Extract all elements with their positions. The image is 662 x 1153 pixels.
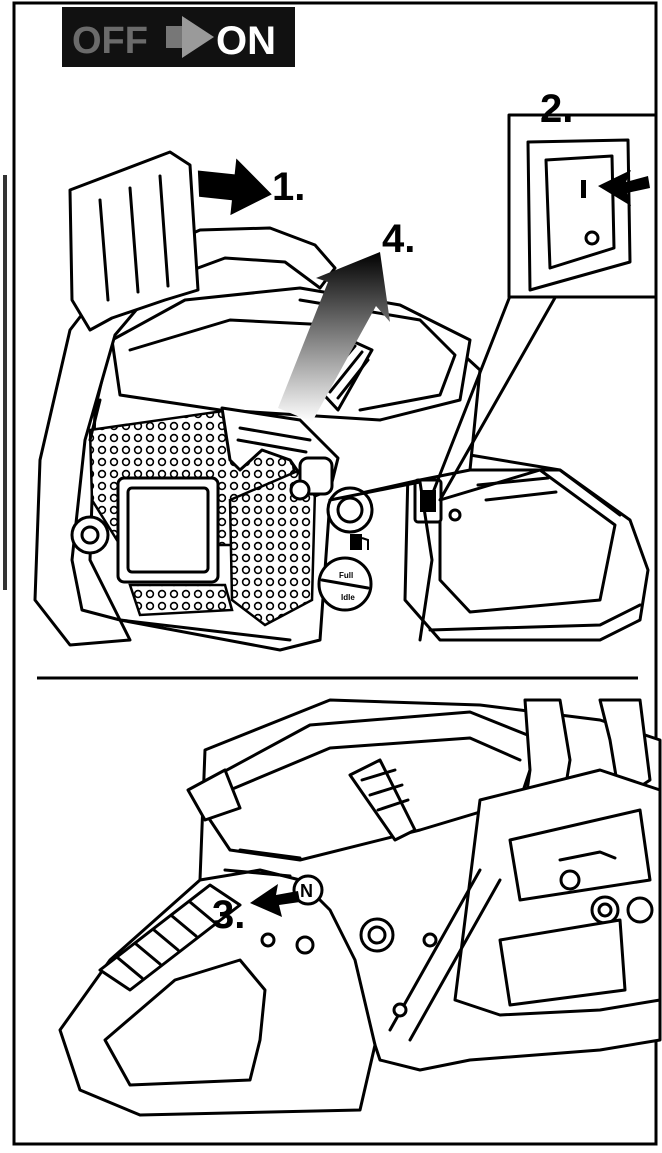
power-switch-icon — [598, 170, 650, 206]
switch-off-mark — [584, 230, 600, 246]
badge-on-label: ON — [216, 19, 276, 63]
grip-texture — [98, 883, 242, 992]
badge-off-label: OFF — [72, 20, 148, 62]
step-3-label: 3. — [212, 893, 245, 937]
step-1-label: 1. — [272, 165, 305, 209]
badge-arrow-icon — [166, 16, 214, 58]
rocker-switch-inner — [544, 154, 616, 270]
step-2-label: 2. — [540, 87, 573, 131]
callout-leader-2 — [438, 294, 558, 502]
lock-button-letter: N — [300, 881, 313, 901]
choke-pull-icon — [278, 252, 390, 422]
side-cover-window — [116, 476, 220, 584]
left-edge-bar — [3, 175, 7, 590]
chainsaw-bottom-illustration: N — [58, 698, 662, 1117]
chain-brake-forward-icon — [197, 158, 272, 216]
lock-button-icon — [250, 884, 300, 917]
dial-top-label: Full — [339, 571, 353, 580]
off-on-badge: OFF ON — [62, 7, 295, 67]
fuel-pump-icon — [350, 534, 369, 550]
switch-callout — [428, 113, 658, 502]
grip-inner — [103, 958, 267, 1087]
outer-frame — [12, 1, 658, 1146]
choke-dial: Full Idle — [317, 556, 373, 612]
top-cover — [110, 286, 472, 422]
step-4-label: 4. — [382, 217, 415, 261]
switch-on-mark — [581, 180, 586, 198]
lock-button — [292, 874, 324, 906]
chainsaw-top-illustration: Full Idle — [33, 150, 650, 652]
callout-leader-1 — [428, 294, 512, 502]
dial-bottom-label: Idle — [341, 593, 355, 602]
